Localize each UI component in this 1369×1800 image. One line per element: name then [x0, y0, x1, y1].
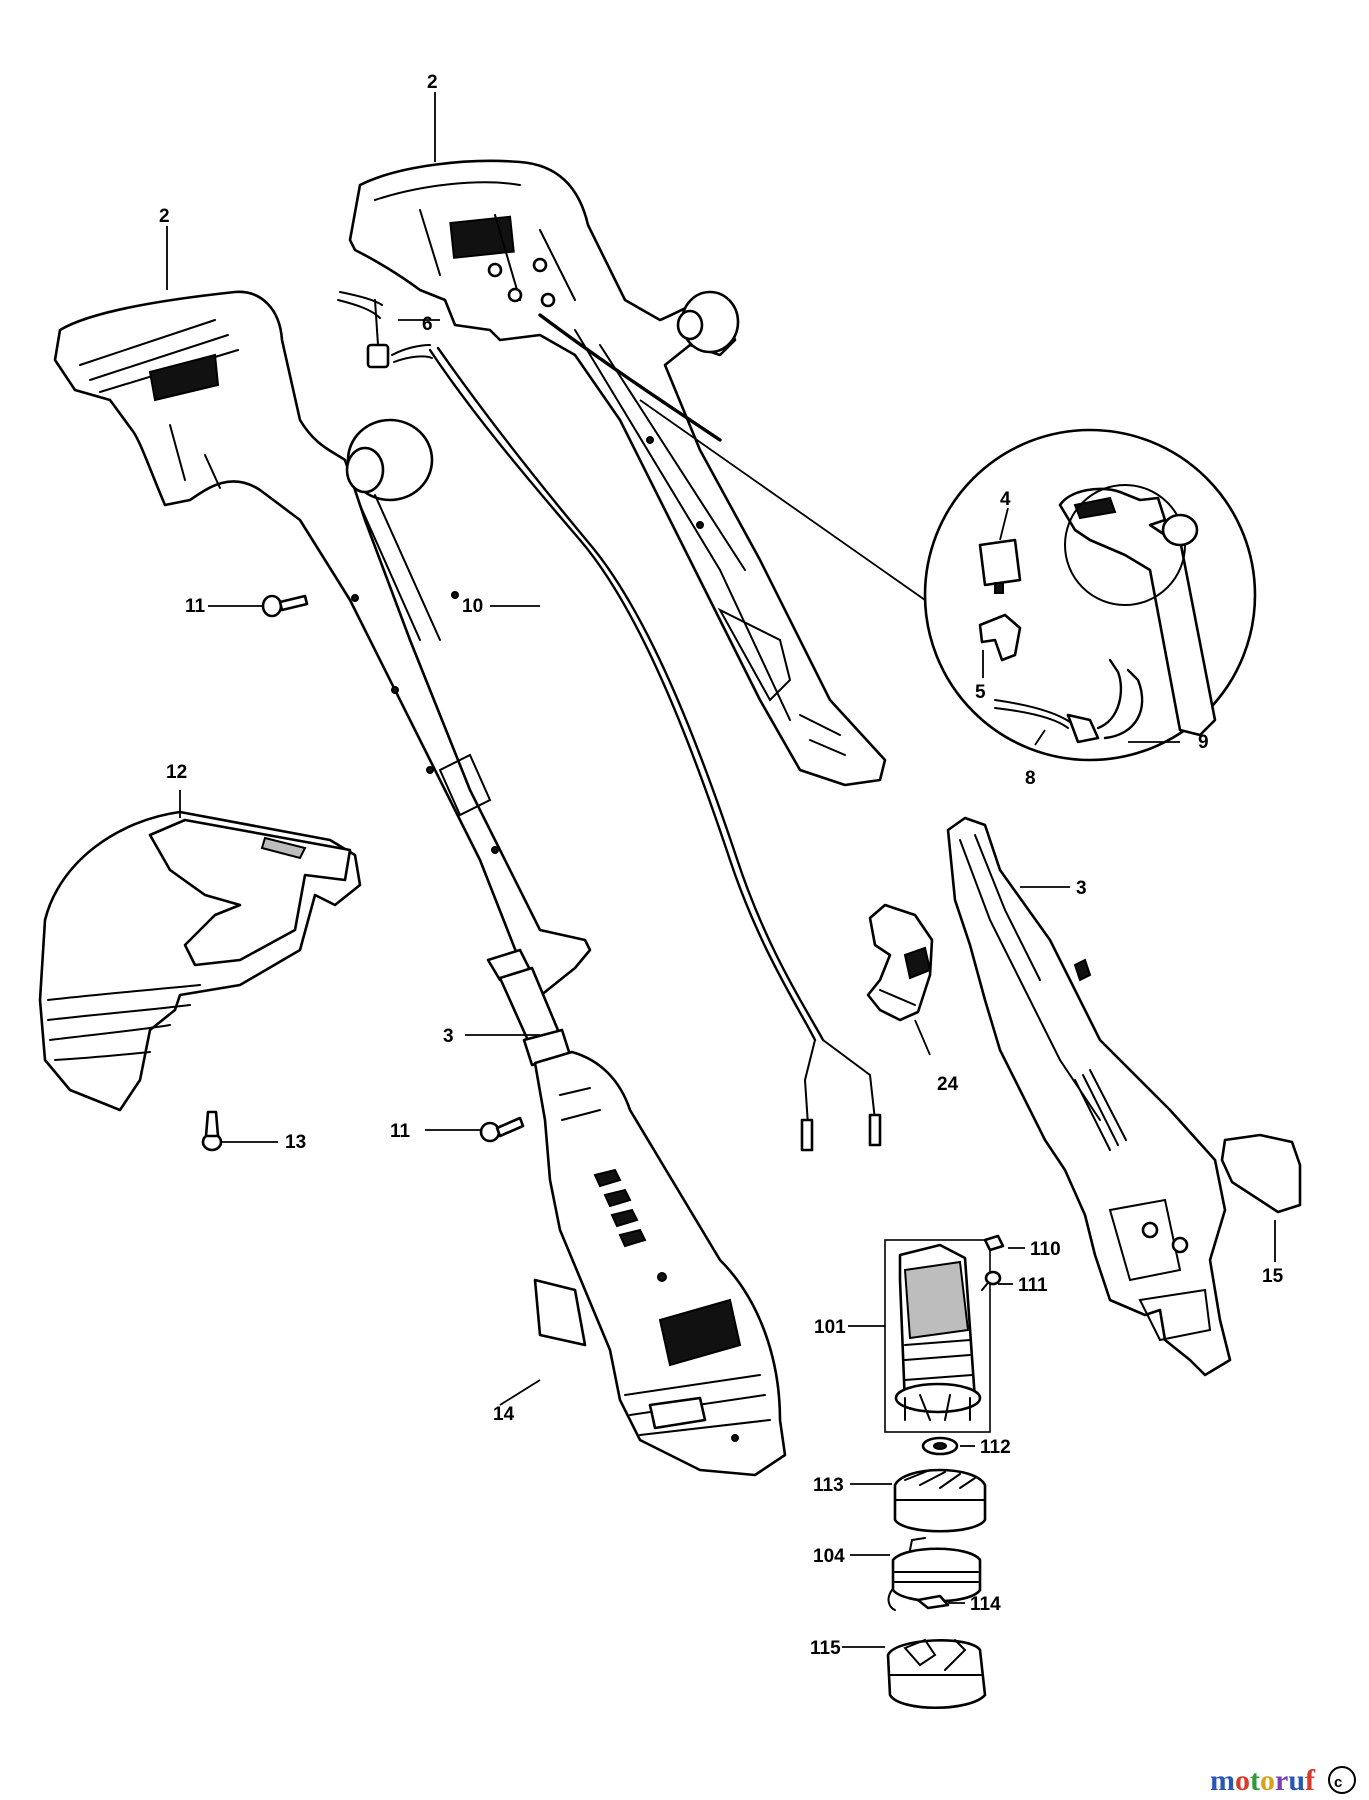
callout-112: 112: [980, 1437, 1011, 1458]
part-14-label: [533, 1278, 587, 1347]
callout-2-right: 2: [427, 72, 438, 93]
part-110-brush: [983, 1234, 1005, 1252]
callout-104: 104: [813, 1546, 845, 1567]
callout-15: 15: [1262, 1266, 1284, 1287]
watermark-letter: t: [1250, 1764, 1260, 1797]
part-24-trigger: [866, 903, 934, 1022]
watermark-letter: u: [1288, 1764, 1305, 1797]
part-11-screw-lower: [479, 1116, 525, 1143]
part-115-cover: [886, 1638, 987, 1709]
callout-115: 115: [810, 1638, 841, 1659]
part-111-brush-spring: [981, 1270, 1002, 1291]
watermark-logo: motoruf c: [1210, 1764, 1356, 1797]
callout-24: 24: [937, 1074, 959, 1095]
inset-detail: [639, 399, 1257, 762]
watermark-letter: o: [1235, 1764, 1250, 1797]
callout-12: 12: [166, 762, 187, 783]
callout-2-left: 2: [159, 206, 170, 227]
part-2-handle-left: [53, 290, 592, 1002]
part-112-washer: [921, 1436, 959, 1456]
part-12-guard: [38, 810, 362, 1112]
callout-labels: 2 2 6 4 5 8 9 10 11 11 12 13 3 3 24 14 1…: [159, 72, 1284, 1659]
callout-14: 14: [493, 1404, 515, 1425]
part-15-label: [1220, 1133, 1302, 1214]
watermark-letter: o: [1260, 1764, 1275, 1797]
part-114-clip: [916, 1594, 950, 1610]
callout-13: 13: [285, 1132, 306, 1153]
callout-10: 10: [462, 596, 483, 617]
callout-3-left: 3: [443, 1026, 454, 1047]
part-11-screw-upper: [261, 594, 309, 618]
callout-6: 6: [422, 314, 433, 335]
callout-8: 8: [1025, 768, 1036, 789]
part-104-spool: [887, 1537, 982, 1611]
part-13-screw: [201, 1110, 223, 1152]
callout-5: 5: [975, 682, 986, 703]
watermark-letter: r: [1275, 1764, 1288, 1797]
part-6-connector: [337, 291, 433, 369]
part-3-motor-housing: [486, 948, 787, 1477]
leader-lines: [166, 92, 1276, 1648]
watermark-text: motoruf: [1210, 1764, 1316, 1797]
callout-9: 9: [1198, 732, 1209, 753]
callout-113: 113: [813, 1475, 844, 1496]
callout-114: 114: [970, 1594, 1001, 1615]
callout-110: 110: [1030, 1239, 1061, 1260]
callout-11-upper: 11: [185, 596, 206, 617]
part-10-cable: [428, 346, 882, 1152]
callout-3-right: 3: [1076, 878, 1087, 899]
copyright-icon: c: [1334, 1774, 1342, 1791]
part-2-handle-right: [348, 159, 887, 787]
part-101-motor: [884, 1239, 991, 1433]
callout-111: 111: [1018, 1275, 1048, 1296]
part-3-clamshell-right: [946, 816, 1232, 1377]
part-113-fan: [893, 1468, 987, 1533]
watermark-letter: f: [1305, 1764, 1316, 1797]
callout-4: 4: [1000, 489, 1011, 510]
callout-11-lower: 11: [390, 1121, 411, 1142]
watermark-letter: m: [1210, 1764, 1235, 1797]
callout-101: 101: [814, 1317, 846, 1338]
